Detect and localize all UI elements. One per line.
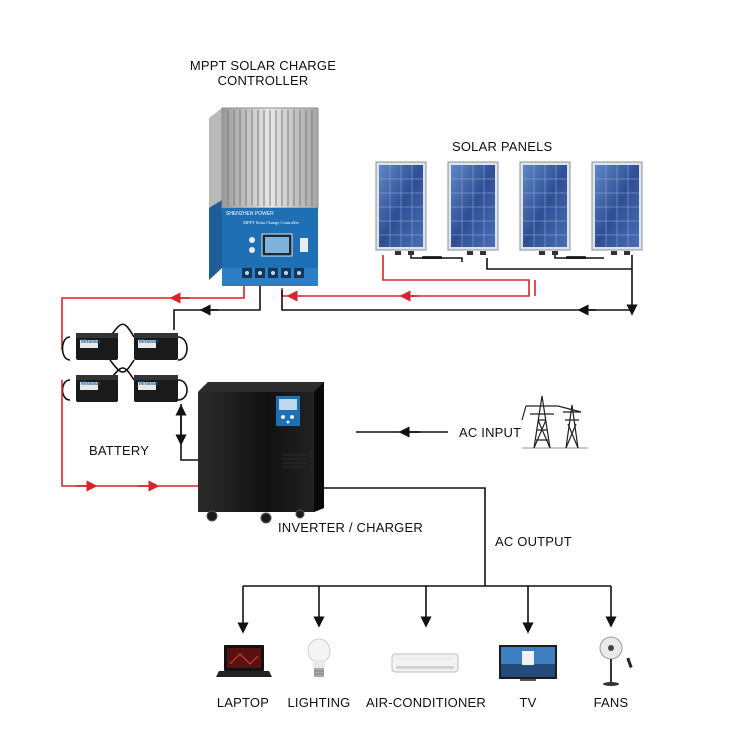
solar-panel-3 <box>519 161 571 251</box>
inverter-label: INVERTER / CHARGER <box>278 520 423 535</box>
controller-title-line2: CONTROLLER <box>217 73 309 88</box>
load-label-fans: FANS <box>593 695 629 710</box>
ac-input-label: AC INPUT <box>459 425 522 440</box>
solar-panel-4 <box>591 161 643 251</box>
transmission-tower-icon <box>521 395 588 449</box>
solar-panel-1 <box>375 161 427 251</box>
battery-1-brand: Mhaoan <box>81 339 100 345</box>
solar-panel-array <box>375 161 643 262</box>
panel-series-links <box>410 255 604 262</box>
load-label-tv: TV <box>519 695 537 710</box>
battery-4 <box>134 375 178 402</box>
battery-2 <box>134 333 178 360</box>
controller-title-line1: MPPT SOLAR CHARGE <box>189 58 337 73</box>
wiring-controller-to-battery <box>61 286 261 350</box>
inverter-charger-unit <box>198 382 324 524</box>
solar-panel-2 <box>447 161 499 251</box>
solar-panels-label: SOLAR PANELS <box>452 139 553 154</box>
battery-3 <box>76 375 118 402</box>
laptop-icon <box>216 645 272 677</box>
wiring-panels-to-controller <box>281 255 638 316</box>
battery-4-brand: Mhaoan <box>139 381 158 387</box>
controller-panel-text: MPPT Solar Charge Controller <box>243 220 299 225</box>
ac-output-label: AC OUTPUT <box>495 534 572 549</box>
air-conditioner-icon <box>391 653 459 673</box>
mppt-charge-controller <box>209 107 319 286</box>
battery-label: BATTERY <box>89 443 150 458</box>
wiring-battery-to-inverter <box>61 380 198 492</box>
controller-brand: SHENZHEN POWER <box>226 211 274 217</box>
load-label-air-conditioner: AIR-CONDITIONER <box>366 695 486 710</box>
battery-1 <box>76 333 118 360</box>
load-label-lighting: LIGHTING <box>287 695 351 710</box>
battery-bank <box>61 323 188 402</box>
tv-icon <box>499 645 557 681</box>
fan-icon <box>599 636 633 686</box>
battery-2-brand: Mhaoan <box>139 339 158 345</box>
battery-3-brand: Mhaoan <box>81 381 100 387</box>
light-bulb-icon <box>307 638 331 677</box>
wiring-ac-output <box>237 487 617 634</box>
load-label-laptop: LAPTOP <box>216 695 270 710</box>
